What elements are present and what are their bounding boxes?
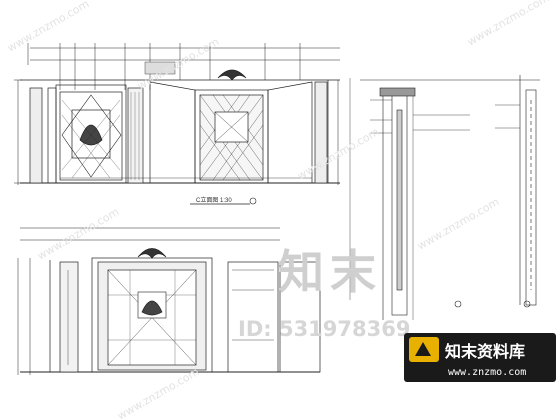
svg-text:www.znzmo.com: www.znzmo.com <box>115 365 201 420</box>
svg-text:www.znzmo.com: www.znzmo.com <box>465 0 551 49</box>
watermark-id-text: ID: 531978369 <box>238 317 410 341</box>
svg-text:www.znzmo.com: www.znzmo.com <box>5 0 91 55</box>
top-right-section <box>349 75 540 320</box>
center-watermark: 知末 ID: 531978369 <box>238 245 410 341</box>
top-left-elevation <box>20 43 340 184</box>
bottom-left-elevation <box>17 227 321 375</box>
logo-background <box>404 333 556 382</box>
logo-url: www.znzmo.com <box>448 367 526 378</box>
logo-mark-glyph-icon <box>415 342 431 356</box>
elevation-title: C立面图 1:30 <box>190 196 257 205</box>
watermark-big-text: 知末 <box>278 245 382 299</box>
svg-text:www.znzmo.com: www.znzmo.com <box>415 195 501 252</box>
brand-logo: 知末资料库 www.znzmo.com <box>404 333 556 382</box>
top-left-vertical-dims <box>14 79 339 185</box>
elevation-title-text: C立面图 1:30 <box>196 196 232 204</box>
svg-text:www.znzmo.com: www.znzmo.com <box>35 205 121 262</box>
logo-name: 知末资料库 <box>445 342 525 361</box>
